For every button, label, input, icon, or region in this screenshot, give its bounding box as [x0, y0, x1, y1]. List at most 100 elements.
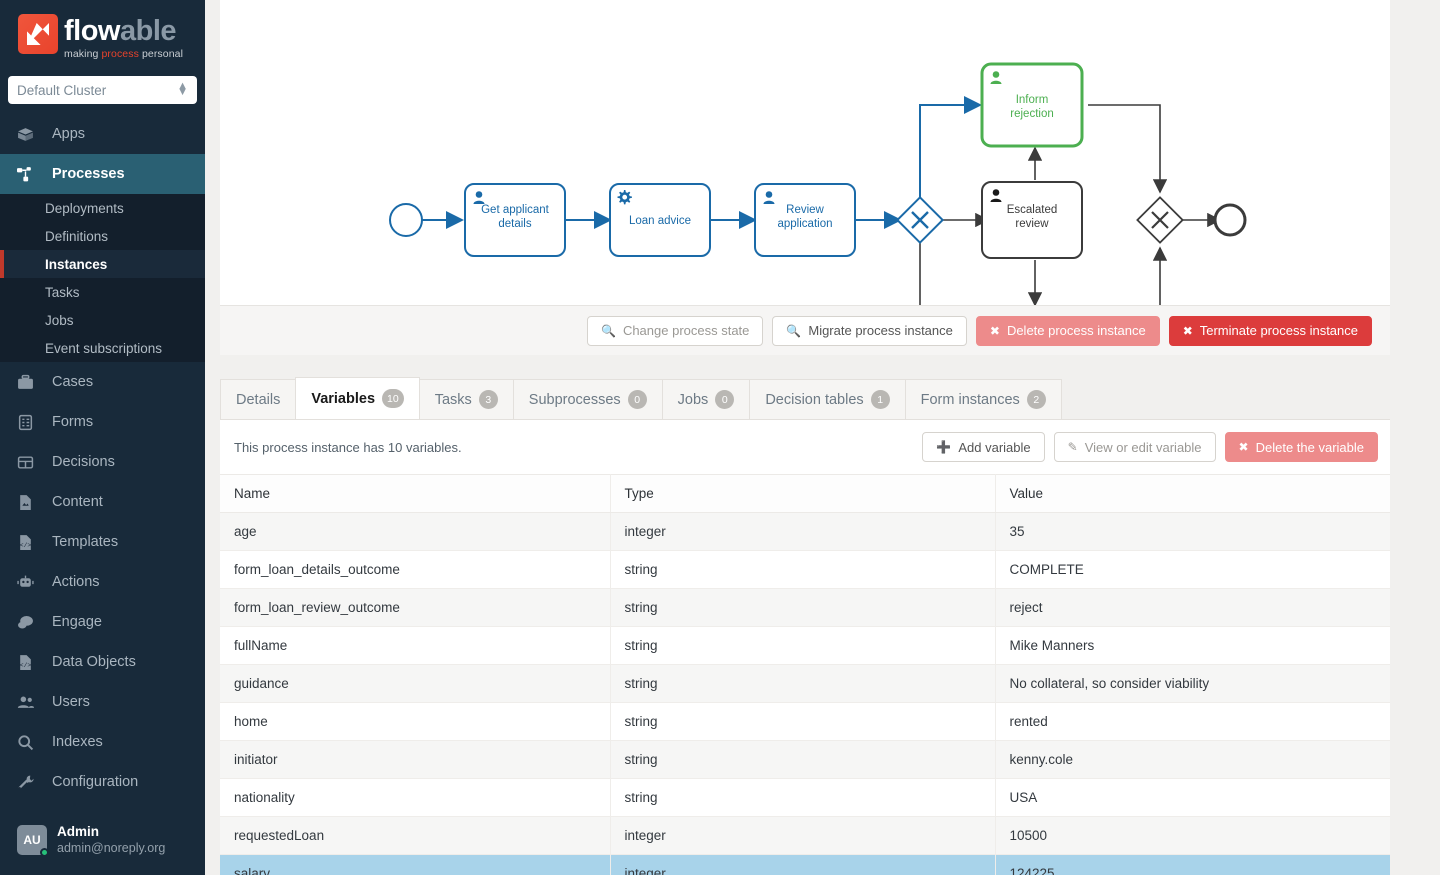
process-change-process-state-button[interactable]: 🔍 Change process state [586, 315, 764, 346]
tab-label: Subprocesses [528, 391, 621, 408]
tab-details[interactable]: Details [220, 379, 297, 419]
tab-label: Tasks [434, 391, 472, 408]
user-task-icon [990, 71, 1002, 84]
sidebar-item-content[interactable]: Content [0, 482, 205, 522]
sidebar-subitem-deployments[interactable]: Deployments [0, 194, 205, 222]
tab-decision-tables[interactable]: Decision tables 1 [749, 379, 906, 419]
sidebar-item-users[interactable]: Users [0, 682, 205, 722]
sidebar-subitem-definitions[interactable]: Definitions [0, 222, 205, 250]
variable-type-cell: string [610, 778, 996, 817]
avatar: AU [17, 825, 49, 857]
code-file-icon: </> [17, 534, 43, 551]
column-header-value[interactable]: Value [995, 474, 1390, 513]
button-label: Migrate process instance [808, 323, 953, 338]
tab-label: Decision tables [765, 391, 864, 408]
svg-text:Inform: Inform [1016, 94, 1049, 106]
sidebar-item-label: Configuration [52, 774, 139, 790]
bpmn-task-loan-advice [609, 183, 711, 257]
sidebar-subitem-tasks[interactable]: Tasks [0, 278, 205, 306]
sidebar-item-forms[interactable]: Forms [0, 402, 205, 442]
variable-add-variable-button[interactable]: ➕Add variable [922, 432, 1045, 462]
process-terminate-process-instance-button[interactable]: ✖Terminate process instance [1168, 315, 1372, 346]
plus-icon: ➕ [936, 440, 952, 454]
sidebar-subitem-jobs[interactable]: Jobs [0, 306, 205, 334]
variable-value-cell: No collateral, so consider viability [995, 664, 1390, 703]
sidebar-subitem-instances[interactable]: Instances [0, 250, 205, 278]
variable-name-cell: initiator [220, 740, 611, 779]
robot-icon [17, 574, 43, 591]
process-diagram[interactable]: Get applicant details Loan advice Review… [220, 0, 1390, 305]
sidebar-item-templates[interactable]: </>Templates [0, 522, 205, 562]
tab-badge: 0 [627, 390, 647, 409]
user-task-icon [990, 189, 1002, 202]
box-icon [17, 126, 43, 143]
user-profile[interactable]: AU Admin admin@noreply.org [0, 813, 205, 875]
variable-name-cell: guidance [220, 664, 611, 703]
sidebar-item-apps[interactable]: Apps [0, 114, 205, 154]
variables-table-head: Name Type Value [220, 474, 1390, 513]
sidebar-item-decisions[interactable]: Decisions [0, 442, 205, 482]
column-header-type[interactable]: Type [610, 474, 996, 513]
magnifier-icon: 🔍 [600, 323, 616, 338]
sidebar-item-engage[interactable]: Engage [0, 602, 205, 642]
sidebar-item-label: Users [52, 694, 90, 710]
document-image-icon [17, 494, 43, 511]
sidebar-subitem-label: Deployments [45, 200, 124, 216]
process-delete-process-instance-button[interactable]: ✖Delete process instance [975, 315, 1160, 346]
process-migrate-process-instance-button[interactable]: 🔍Migrate process instance [772, 315, 967, 346]
variable-value-cell: reject [995, 588, 1390, 627]
brand-tagline: making process personal [64, 48, 183, 60]
variable-name-cell: salary [220, 854, 611, 875]
bpmn-canvas: Get applicant details Loan advice Review… [389, 62, 1247, 305]
column-header-name[interactable]: Name [220, 474, 611, 513]
bpmn-exclusive-gateway-1 [895, 195, 945, 245]
user-email: admin@noreply.org [57, 840, 166, 855]
variable-delete-the-variable-button[interactable]: ✖Delete the variable [1224, 432, 1378, 462]
sidebar-item-processes[interactable]: Processes [0, 154, 205, 194]
sidebar-item-cases[interactable]: Cases [0, 362, 205, 402]
sidebar-subitem-label: Jobs [45, 312, 74, 328]
brand-name-part2: able [120, 15, 177, 47]
tab-badge: 10 [382, 389, 404, 408]
tagline-pre: making [64, 48, 102, 60]
sidebar-item-actions[interactable]: Actions [0, 562, 205, 602]
variable-name-cell: nationality [220, 778, 611, 817]
sidebar-item-configuration[interactable]: Configuration [0, 762, 205, 802]
variable-name-cell: form_loan_review_outcome [220, 588, 611, 627]
tab-subprocesses[interactable]: Subprocesses 0 [512, 379, 663, 419]
variable-value-cell: 124225 [995, 854, 1390, 875]
variable-name-cell: requestedLoan [220, 816, 611, 855]
variables-count-note: This process instance has 10 variables. [234, 439, 462, 455]
brand-logo[interactable]: flowable making process personal [0, 0, 205, 72]
button-label: Terminate process instance [1199, 323, 1358, 338]
tab-badge: 2 [1026, 390, 1046, 409]
variable-name-cell: form_loan_details_outcome [220, 550, 611, 589]
button-label: Change process state [622, 323, 750, 338]
cluster-select[interactable]: Default Cluster ▲▼ [8, 76, 197, 104]
tagline-highlight: process [101, 48, 139, 60]
tab-label: Jobs [677, 391, 709, 408]
user-task-icon [763, 191, 775, 204]
sidebar-item-indexes[interactable]: Indexes [0, 722, 205, 762]
sidebar-subitem-event-subscriptions[interactable]: Event subscriptions [0, 334, 205, 362]
sidebar-item-label: Cases [52, 374, 94, 390]
sidebar-item-data-objects[interactable]: </>Data Objects [0, 642, 205, 682]
variable-view-or-edit-variable-button[interactable]: ✎View or edit variable [1053, 432, 1216, 462]
tab-badge: 1 [870, 390, 890, 409]
